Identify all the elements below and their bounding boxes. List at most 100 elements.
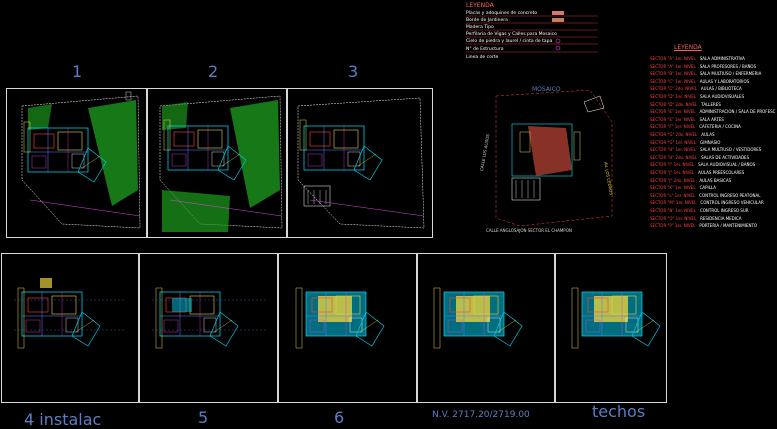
leyenda-row: SECTOR "N" 1er. NIVEL - CONTROL INGRESO … <box>650 208 749 213</box>
leyenda-row-code: SECTOR "D" 1er. NIVEL <box>650 94 697 99</box>
leyenda-row: SECTOR "O" 1er. NIVEL - RESIDENCIA MEDIC… <box>650 215 742 221</box>
view-label-3: 3 <box>348 62 359 81</box>
leyenda-row-code: SECTOR "C" 2do. NIVEL <box>650 86 697 92</box>
leyenda-row-desc: CONTROL INGRESO SUR <box>699 208 749 213</box>
legend-row: N° de Estructura <box>466 47 504 52</box>
leyenda-row-desc: AULAS <box>701 132 715 137</box>
site-plan-street-bottom: CALLE ANGLOSAJON SECTOR EL CHAMPON <box>486 228 572 233</box>
viewport-divider-6 <box>554 253 556 403</box>
leyenda-row-desc: SALA PROFESORES / BAÑOS <box>699 63 757 69</box>
legend-row: Borde de Jardinera <box>466 18 508 23</box>
leyenda-row-code: SECTOR "B" 1er. NIVEL <box>650 71 696 77</box>
viewport-divider-3 <box>138 253 140 403</box>
leyenda-row: SECTOR "A" 1er. NIVEL - SALA PROFESORES … <box>650 63 757 69</box>
leyenda-title: LEYENDA <box>674 44 702 51</box>
leyenda-row-code: SECTOR "L" 1er. NIVEL <box>650 192 696 198</box>
leyenda-row-code: SECTOR "K" 1er. NIVEL <box>650 185 696 191</box>
leyenda-row-desc: PORTERIA / MANTENIMIENTO <box>699 223 758 229</box>
leyenda-row-desc: CONTROL INGRESO VEHICULAR <box>700 200 764 206</box>
legend-row: Perfilaria de Vigas y Calles para Mosaic… <box>466 32 557 37</box>
legend-row: Cielo de piedra y laurel / cinta de tapa <box>466 39 553 44</box>
viewport-divider-2 <box>286 88 288 238</box>
leyenda-row: SECTOR "E" 1er. NIVEL - ADMINISTRACION /… <box>650 109 775 114</box>
leyenda-row-desc: SALAS DE ACTIVIDADES <box>701 154 750 160</box>
leyenda-row: SECTOR "C" 2do. NIVEL - AULAS / BIBLIOTE… <box>650 86 742 92</box>
leyenda-row-code: SECTOR "A" 1er. NIVEL <box>650 63 696 69</box>
leyenda-row-code: SECTOR "A" 1er. NIVEL <box>650 56 696 61</box>
legend-row: Linea de corte <box>466 55 499 60</box>
leyenda-row-desc: SALA ADMINISTRATIVA <box>699 56 745 61</box>
view-label-techos: techos <box>592 402 646 421</box>
leyenda-row-desc: AULAS / BIBLIOTECA <box>700 86 742 92</box>
leyenda-row: SECTOR "C" 1er. NIVEL - AULAS Y LABORATO… <box>650 78 750 84</box>
leyenda-row-code: SECTOR "J" 2do. NIVEL <box>650 177 696 183</box>
leyenda-row-desc: ADMINISTRACION / SALA DE PROFESORES <box>699 109 775 115</box>
leyenda-row: SECTOR "P" 1er. NIVEL - PORTERIA / MANTE… <box>650 223 758 229</box>
leyenda-row-desc: TALLERES <box>701 101 721 107</box>
leyenda-row: SECTOR "J" 1er. NIVEL - AULAS PREESCOLAR… <box>650 170 745 175</box>
legend-title: LEYENDA <box>466 2 494 9</box>
leyenda-row-desc: GIMNASIO <box>700 139 721 145</box>
leyenda-row: SECTOR "G" 1er. NIVEL - GIMNASIO <box>650 139 721 145</box>
plan-view-2 <box>159 95 283 232</box>
view-label-1: 1 <box>72 62 83 81</box>
leyenda-row-desc: RESIDENCIA MEDICA <box>700 215 742 221</box>
leyenda-row-desc: CONTROL INGRESO PEATONAL <box>699 192 761 198</box>
leyenda-row: SECTOR "H" 1er. NIVEL - SALA MULTIUSO / … <box>650 147 762 153</box>
leyenda-row-code: SECTOR "G" 2do. NIVEL <box>650 132 698 137</box>
leyenda-row: SECTOR "G" 2do. NIVEL - AULAS <box>650 132 715 137</box>
plan-view-3 <box>297 97 425 229</box>
leyenda-row-desc: AULAS Y LABORATORIOS <box>699 78 750 84</box>
legend-box: LEYENDA Placas y adoquines de concreto B… <box>466 2 598 60</box>
leyenda-row-code: SECTOR "E" 1er. NIVEL <box>650 109 696 115</box>
viewport-frame-top[interactable] <box>6 88 433 238</box>
leyenda-row: SECTOR "M" 1er. NIVEL - CONTROL INGRESO … <box>650 200 764 206</box>
leyenda-row-desc: CAFETERIA / COCINA <box>699 124 741 130</box>
view-label-5: 5 <box>198 408 209 427</box>
site-plan-title: MOSAICO <box>532 86 561 93</box>
leyenda-row-code: SECTOR "N" 1er. NIVEL <box>650 208 696 213</box>
leyenda-row: SECTOR "D" 2do. NIVEL - TALLERES <box>650 101 721 107</box>
leyenda-row-desc: SALA ARTES <box>699 116 724 122</box>
leyenda-row-desc: CAPILLA <box>699 185 716 191</box>
leyenda-row-code: SECTOR "H" 1er. NIVEL <box>650 147 696 153</box>
legend-row: Placas y adoquines de concreto <box>466 11 538 16</box>
leyenda-row-desc: SALA AUDIOVISUAL / BAÑOS <box>698 162 756 168</box>
leyenda-row: SECTOR "I" 1er. NIVEL - SALA AUDIOVISUAL… <box>650 162 756 168</box>
leyenda-row-desc: AULAS BASICAS <box>699 177 732 183</box>
leyenda-row: SECTOR "J" 2do. NIVEL - AULAS BASICAS <box>650 177 732 183</box>
leyenda-row-code: SECTOR "P" 1er. NIVEL <box>650 223 696 229</box>
plan-view-1 <box>21 91 141 229</box>
viewport-divider-1 <box>146 88 148 238</box>
site-plan <box>495 89 613 227</box>
leyenda-row: SECTOR "B" 1er. NIVEL - SALA MULTIUSO / … <box>650 71 762 77</box>
leyenda-row-code: SECTOR "C" 1er. NIVEL <box>650 78 696 84</box>
view-label-4: 4 instalac <box>24 410 102 429</box>
viewport-divider-5 <box>416 253 418 403</box>
leyenda-row-code: SECTOR "I" 1er. NIVEL <box>650 162 695 168</box>
view-label-6: 6 <box>334 408 345 427</box>
leyenda-row: SECTOR "D" 1er. NIVEL - SALA AUDIOVISUAL… <box>650 94 745 99</box>
leyenda-row: SECTOR "A" 1er. NIVEL - SALA ADMINISTRAT… <box>650 56 745 61</box>
leyenda-row: SECTOR "K" 1er. NIVEL - CAPILLA <box>650 185 716 191</box>
leyenda-row-code: SECTOR "J" 1er. NIVEL <box>650 170 695 175</box>
view-label-2: 2 <box>208 62 219 81</box>
viewport-frame-bottom[interactable] <box>1 253 667 403</box>
viewport-divider-4 <box>277 253 279 403</box>
view-label-level: N.V. 2717.20/2719.00 <box>432 410 530 420</box>
leyenda-row-code: SECTOR "F" 1er. NIVEL <box>650 124 696 130</box>
leyenda-row: SECTOR "L" 1er. NIVEL - CONTROL INGRESO … <box>650 192 761 198</box>
leyenda-row-code: SECTOR "E" 1er. NIVEL <box>650 116 696 122</box>
leyenda-row-code: SECTOR "O" 1er. NIVEL <box>650 215 697 221</box>
leyenda-row-code: SECTOR "M" 1er. NIVEL <box>650 200 697 206</box>
leyenda-row-desc: SALA MULTIUSO / ENFERMERIA <box>699 71 762 77</box>
leyenda-row-code: SECTOR "D" 2do. NIVEL <box>650 101 698 107</box>
leyenda-row: SECTOR "H" 2do. NIVEL - SALAS DE ACTIVID… <box>650 154 750 160</box>
leyenda-row: SECTOR "F" 1er. NIVEL - CAFETERIA / COCI… <box>650 124 741 130</box>
leyenda-row: SECTOR "E" 1er. NIVEL - SALA ARTES <box>650 116 724 122</box>
leyenda-row-desc: SALA AUDIOVISUALES <box>700 94 745 99</box>
leyenda-row-code: SECTOR "H" 2do. NIVEL <box>650 154 698 160</box>
legend-row: Madera Tipo <box>466 25 494 30</box>
leyenda-row-desc: SALA MULTIUSO / VESTIDORES <box>699 147 762 153</box>
